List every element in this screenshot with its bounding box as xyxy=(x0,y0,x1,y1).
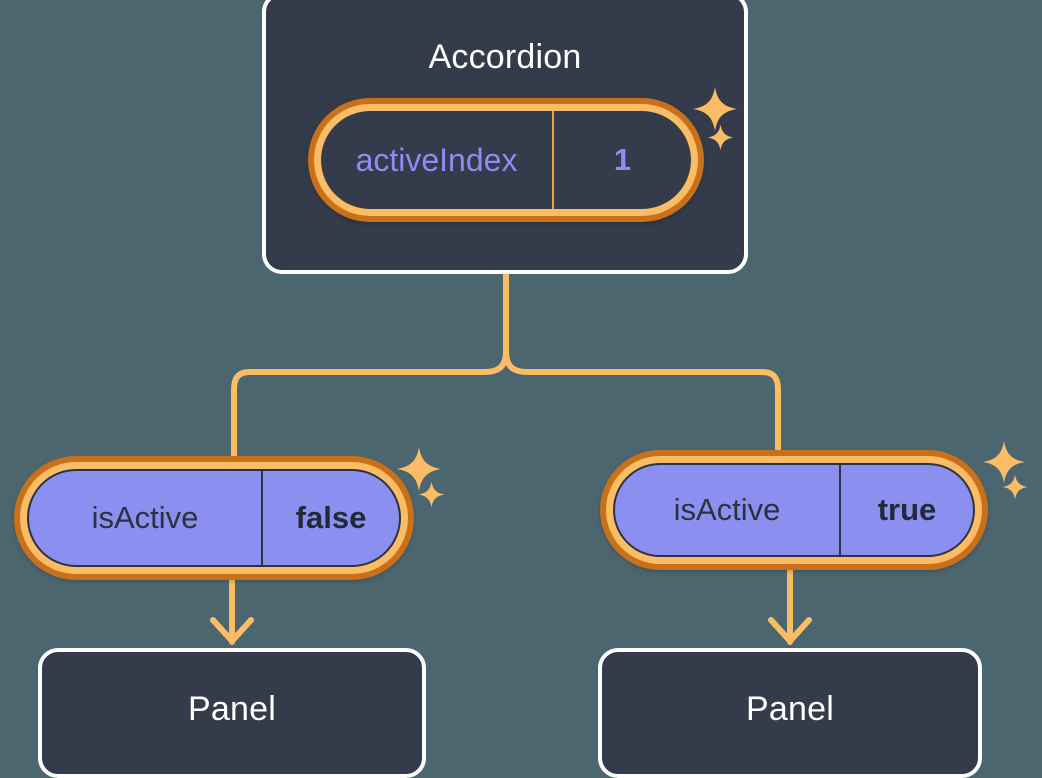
state-key-label: activeIndex xyxy=(355,141,518,178)
pill-core: isActive true xyxy=(613,463,975,557)
panel-component-box-right[interactable]: Panel xyxy=(598,648,982,778)
panel-component-box-left[interactable]: Panel xyxy=(38,648,426,778)
arrow-head-right xyxy=(768,617,812,644)
pill-core: activeIndex 1 xyxy=(321,111,691,209)
pill-inner-ring: isActive false xyxy=(20,462,408,574)
prop-key-label: isActive xyxy=(673,492,781,527)
page-title: Accordion xyxy=(428,38,582,76)
prop-key-label: isActive xyxy=(91,500,199,535)
prop-pill-isactive-left[interactable]: isActive false xyxy=(14,456,414,580)
prop-pill-isactive-right[interactable]: isActive true xyxy=(600,450,988,570)
branch-line-right xyxy=(503,348,781,465)
arrow-head-left xyxy=(210,617,254,644)
state-pill-activeindex[interactable]: activeIndex 1 xyxy=(308,98,704,222)
panel-title-left: Panel xyxy=(188,690,276,728)
branch-line-left xyxy=(231,348,509,465)
prop-value-label: true xyxy=(839,465,973,555)
pill-inner-ring: isActive true xyxy=(606,456,982,564)
pill-core: isActive false xyxy=(27,469,401,567)
pill-inner-ring: activeIndex 1 xyxy=(314,104,698,216)
state-value-label: 1 xyxy=(552,111,691,209)
prop-value-label: false xyxy=(261,471,399,565)
panel-title-right: Panel xyxy=(746,690,834,728)
